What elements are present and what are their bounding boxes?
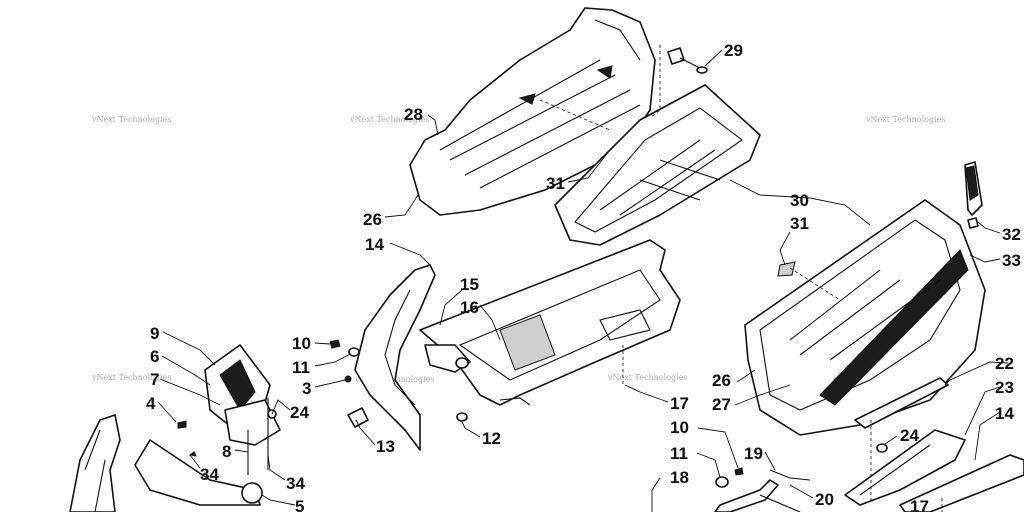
callout-28: 28 bbox=[404, 105, 423, 124]
callout-13: 13 bbox=[376, 437, 395, 456]
watermark: vNext Technologies bbox=[91, 373, 171, 382]
callout-23: 23 bbox=[995, 378, 1014, 397]
callout-24: 24 bbox=[900, 426, 919, 445]
callout-12: 12 bbox=[482, 429, 501, 448]
part-side-panel-left bbox=[354, 264, 471, 451]
callout-31: 31 bbox=[790, 214, 809, 233]
callout-8: 8 bbox=[222, 442, 231, 461]
watermark: vNext Technologies bbox=[349, 115, 429, 124]
leader-lines bbox=[157, 45, 1009, 512]
callout-11: 11 bbox=[670, 444, 688, 463]
watermark: vNext Technologies bbox=[865, 115, 945, 124]
callout-15: 15 bbox=[460, 275, 479, 294]
part-bolt-29 bbox=[667, 47, 708, 74]
callout-6: 6 bbox=[150, 347, 159, 366]
part-hood-panel-upper bbox=[554, 84, 761, 246]
callout-26: 26 bbox=[712, 371, 731, 390]
callout-29: 29 bbox=[724, 41, 743, 60]
callout-18: 18 bbox=[670, 468, 689, 487]
callout-3: 3 bbox=[302, 379, 311, 398]
callout-14: 14 bbox=[995, 404, 1014, 423]
callouts: 29 28 31 26 14 15 16 30 31 32 33 9 6 7 4… bbox=[146, 41, 1021, 512]
callout-26: 26 bbox=[363, 210, 382, 229]
callout-7: 7 bbox=[150, 370, 159, 389]
callout-27: 27 bbox=[712, 395, 731, 414]
watermark: vNext Technologies bbox=[607, 373, 687, 382]
callout-22: 22 bbox=[995, 354, 1014, 373]
callout-16: 16 bbox=[460, 298, 479, 317]
part-clip-13 bbox=[347, 407, 369, 428]
callout-9: 9 bbox=[150, 324, 159, 343]
callout-34: 34 bbox=[286, 474, 305, 493]
callout-24: 24 bbox=[290, 403, 309, 422]
callout-19: 19 bbox=[744, 444, 763, 463]
callout-17: 17 bbox=[670, 394, 689, 413]
callout-5: 5 bbox=[295, 497, 304, 512]
callout-14: 14 bbox=[365, 235, 384, 254]
watermark: vNext Technologies bbox=[91, 115, 171, 124]
callout-30: 30 bbox=[790, 191, 809, 210]
callout-11: 11 bbox=[292, 358, 310, 377]
part-bracket-32 bbox=[964, 161, 983, 229]
callout-10: 10 bbox=[670, 418, 689, 437]
callout-31: 31 bbox=[546, 174, 565, 193]
part-nose-left bbox=[69, 344, 281, 512]
part-belly-pan-center bbox=[419, 239, 681, 406]
part-nut-12 bbox=[456, 412, 468, 422]
callout-4: 4 bbox=[146, 394, 156, 413]
part-lower-right bbox=[714, 377, 1024, 512]
callout-34: 34 bbox=[200, 465, 219, 484]
part-nose-cowl-upper bbox=[409, 7, 656, 216]
callout-20: 20 bbox=[815, 490, 834, 509]
callout-17: 17 bbox=[910, 497, 929, 512]
callout-10: 10 bbox=[292, 334, 311, 353]
part-hood-assembly-right bbox=[744, 199, 986, 436]
callout-32: 32 bbox=[1002, 225, 1021, 244]
callout-33: 33 bbox=[1002, 251, 1021, 270]
part-fasteners-upper bbox=[329, 339, 360, 383]
